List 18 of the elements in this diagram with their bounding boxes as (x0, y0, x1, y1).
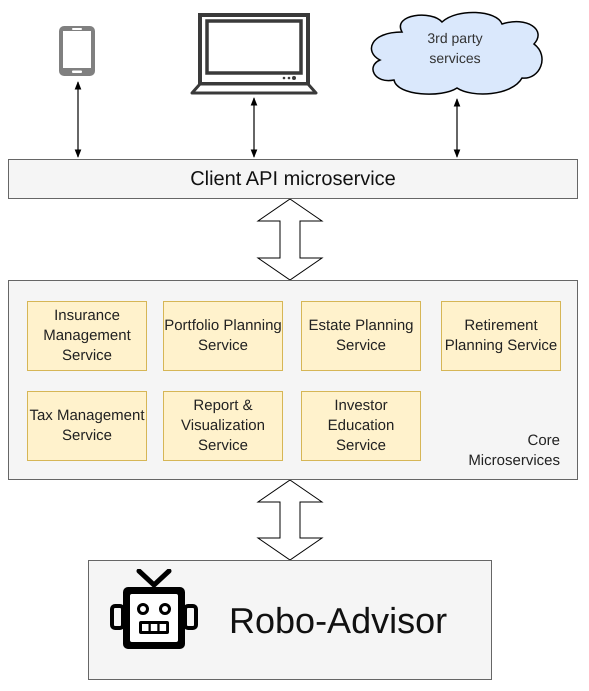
cloud-label: 3rd party services (426, 29, 484, 68)
service-box: Tax Management Service (27, 391, 147, 461)
service-box: Report & Visualization Service (163, 391, 283, 461)
system-box (88, 560, 492, 680)
arrow (250, 97, 258, 158)
service-box: Retirement Planning Service (441, 301, 561, 371)
double-arrow (256, 479, 324, 561)
double-arrow (256, 198, 324, 281)
service-box: Investor Education Service (301, 391, 421, 461)
system-label: Robo-Advisor (229, 601, 448, 641)
service-box: Estate Planning Service (301, 301, 421, 371)
arrow (454, 98, 460, 158)
service-box: Client API microservice (8, 159, 578, 199)
container-box (8, 280, 578, 480)
service-box: Insurance Management Service (27, 301, 147, 371)
arrow (74, 81, 82, 158)
container-label: Core Microservices (467, 431, 560, 471)
service-box: Portfolio Planning Service (163, 301, 283, 371)
